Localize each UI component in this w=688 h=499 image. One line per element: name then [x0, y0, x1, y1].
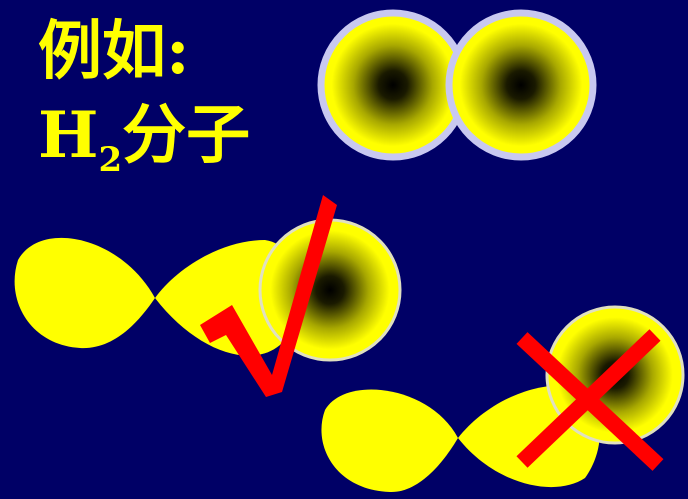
cross-mark-icon: [516, 329, 664, 471]
h2-molecule: [317, 9, 597, 161]
title-line-1: 例如:: [38, 14, 190, 89]
s-orbital-overlapping: [258, 218, 402, 362]
formula-subscript: 2: [98, 140, 123, 180]
s-orbital-right: [445, 9, 597, 161]
s-orbital-left: [317, 9, 469, 161]
title-line-2: H2分子: [38, 90, 250, 206]
slide-title: 例如: H2分子: [38, 6, 250, 206]
p-s-axial-overlap: [14, 195, 402, 397]
p-s-nodal-overlap: [321, 305, 685, 493]
p-orbital-lobe-left-2: [321, 389, 458, 493]
p-orbital-lobe-left: [14, 237, 156, 349]
check-mark-icon: [200, 195, 337, 397]
formula-element: H: [38, 98, 99, 173]
molecule-label: 分子: [122, 98, 251, 173]
